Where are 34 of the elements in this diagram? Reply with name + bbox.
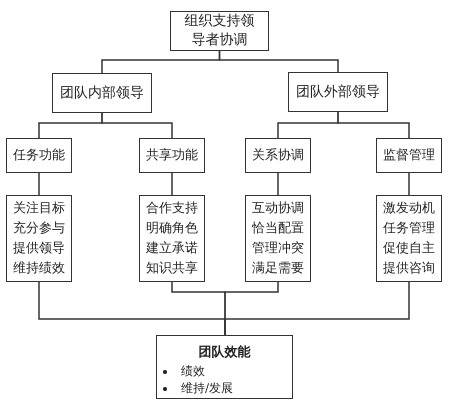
heading: 团队效能	[198, 344, 252, 361]
list-item: 维持/发展	[181, 380, 234, 397]
description-box	[376, 195, 442, 282]
box-label: 关注目标充分参与提供领导维持绩效	[13, 200, 65, 278]
process-box	[288, 72, 388, 112]
process-box	[245, 138, 311, 173]
box-label: 合作支持明确角色建立承诺知识共享	[146, 200, 198, 278]
connector-line	[218, 51, 339, 72]
process-box	[139, 138, 205, 173]
box-label: 监督管理	[383, 147, 435, 164]
box-label: 关系协调	[252, 147, 304, 164]
process-box	[52, 73, 152, 113]
connector-line	[38, 173, 40, 195]
box-label: 组织支持领导者协调	[184, 12, 254, 50]
description-box	[245, 195, 311, 282]
result-box	[156, 335, 293, 399]
description-box	[139, 195, 205, 282]
box-label: 共享功能	[146, 147, 198, 164]
process-box	[170, 11, 269, 51]
box-label: 互动协调恰当配置管理冲突满足需要	[252, 200, 304, 278]
connector-line	[337, 112, 410, 138]
box-label: 任务功能	[13, 147, 65, 164]
connector-line	[277, 173, 279, 195]
box-label: 激发动机任务管理促使自主提供咨询	[383, 200, 435, 278]
process-box	[6, 138, 72, 173]
list-item: 绩效	[181, 363, 205, 380]
connector-line	[171, 173, 173, 195]
description-box	[6, 195, 72, 282]
connector-line	[408, 173, 410, 195]
process-box	[376, 138, 442, 173]
box-label: 团队外部领导	[296, 82, 380, 102]
connector-line	[224, 282, 410, 335]
connector-line	[101, 113, 173, 138]
box-label: 团队内部领导	[60, 84, 144, 102]
